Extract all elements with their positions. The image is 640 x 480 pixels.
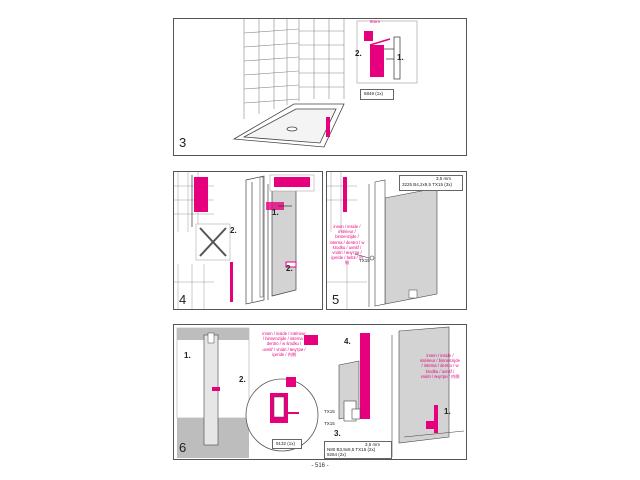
step-6-callout-4: 4. xyxy=(344,337,351,346)
step-3-illustration xyxy=(232,19,418,148)
step-6-part-label-b: N80 B3,9x9,5 TX15 (2x) xyxy=(327,447,376,452)
step-6-panel: 6 1. 2. 3. 4. 1. TX15 TX15 innen / insid… xyxy=(173,324,467,460)
step-6-callout-1b: 1. xyxy=(444,407,451,416)
step-3-number: 3 xyxy=(179,135,187,150)
step-6-tool-label-a: TX15 xyxy=(324,409,335,414)
step-6-part-box-b: 3,5 mm N80 B3,9x9,5 TX15 (2x) 9264 (2x) xyxy=(324,441,392,459)
step-6-instruction-b: innen / inside / intérieur / binnenzijde… xyxy=(420,353,460,379)
step-4-number: 4 xyxy=(179,292,187,307)
step-4-illustration xyxy=(174,172,315,309)
step-6-callout-3: 3. xyxy=(334,429,341,438)
step-5-panel: 3,5 mm 3225 B4,2x9,5 TX15 (3x) innen / i… xyxy=(326,171,467,310)
step-6-instruction-a: innen / inside / intérieur / binnenzijde… xyxy=(262,331,306,357)
step-3-part-note: 8mm xyxy=(370,19,380,24)
step-5-tool-label: TX15 xyxy=(359,258,370,263)
step-5-instruction: innen / inside / intérieur / binnenzijde… xyxy=(329,224,365,266)
step-3-part-box: 6849 (1x) xyxy=(360,89,394,100)
step-6-number: 6 xyxy=(179,440,187,455)
step-5-illustration xyxy=(327,172,438,309)
step-4-callout-2: 2. xyxy=(286,264,293,273)
step-5-part-label: 3225 B4,2x9,5 TX15 (3x) xyxy=(402,182,452,187)
step-3-panel: 3 1. 2. 8mm 6849 (1x) xyxy=(173,18,467,156)
step-4-callout-1: 1. xyxy=(272,208,279,217)
step-4-callout-x: 2. xyxy=(230,226,237,235)
step-6-callout-1: 1. xyxy=(184,351,191,360)
step-6-part-box-a: 9132 (1x) xyxy=(272,439,302,449)
step-4-panel: 4 1. 2. 2. xyxy=(173,171,323,310)
step-3-part-label: 6849 (1x) xyxy=(364,91,384,96)
step-3-callout-2: 2. xyxy=(355,49,362,58)
step-5-part-size: 3,5 mm xyxy=(436,176,452,181)
step-6-tool-label-b: TX15 xyxy=(324,421,335,426)
page-number: - 516 - xyxy=(311,463,329,469)
step-6-part-label-c: 9264 (2x) xyxy=(327,452,347,457)
step-6-illustration xyxy=(176,326,465,458)
step-6-part-label-a: 9132 (1x) xyxy=(276,441,296,446)
step-5-number: 5 xyxy=(332,292,340,307)
step-3-callout-1: 1. xyxy=(397,53,404,62)
step-5-part-box: 3,5 mm 3225 B4,2x9,5 TX15 (3x) xyxy=(399,175,463,191)
step-6-part-size: 3,5 mm xyxy=(365,442,381,447)
step-6-callout-2: 2. xyxy=(239,375,246,384)
